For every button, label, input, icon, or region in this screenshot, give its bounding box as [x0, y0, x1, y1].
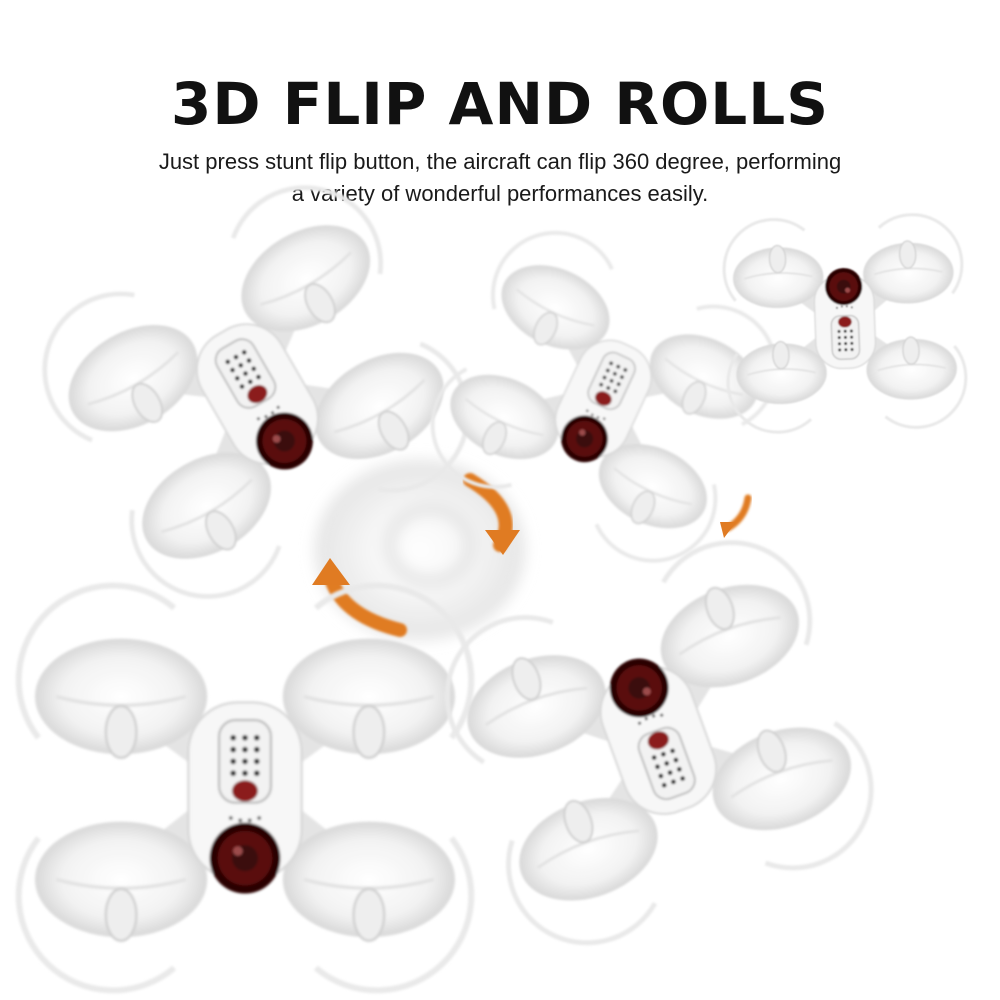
- description-line-1: Just press stunt flip button, the aircra…: [158, 149, 842, 174]
- description: Just press stunt flip button, the aircra…: [100, 146, 900, 210]
- spin-blur: [315, 460, 525, 640]
- quadcopter-icon: [722, 213, 967, 434]
- quadcopter-icon: [19, 586, 472, 991]
- headline: 3D FLIP AND ROLLS: [171, 70, 829, 138]
- curved-arrow-icon: [312, 558, 407, 637]
- curved-arrow-icon: [720, 494, 752, 538]
- description-line-2: a variety of wonderful performances easi…: [291, 181, 709, 206]
